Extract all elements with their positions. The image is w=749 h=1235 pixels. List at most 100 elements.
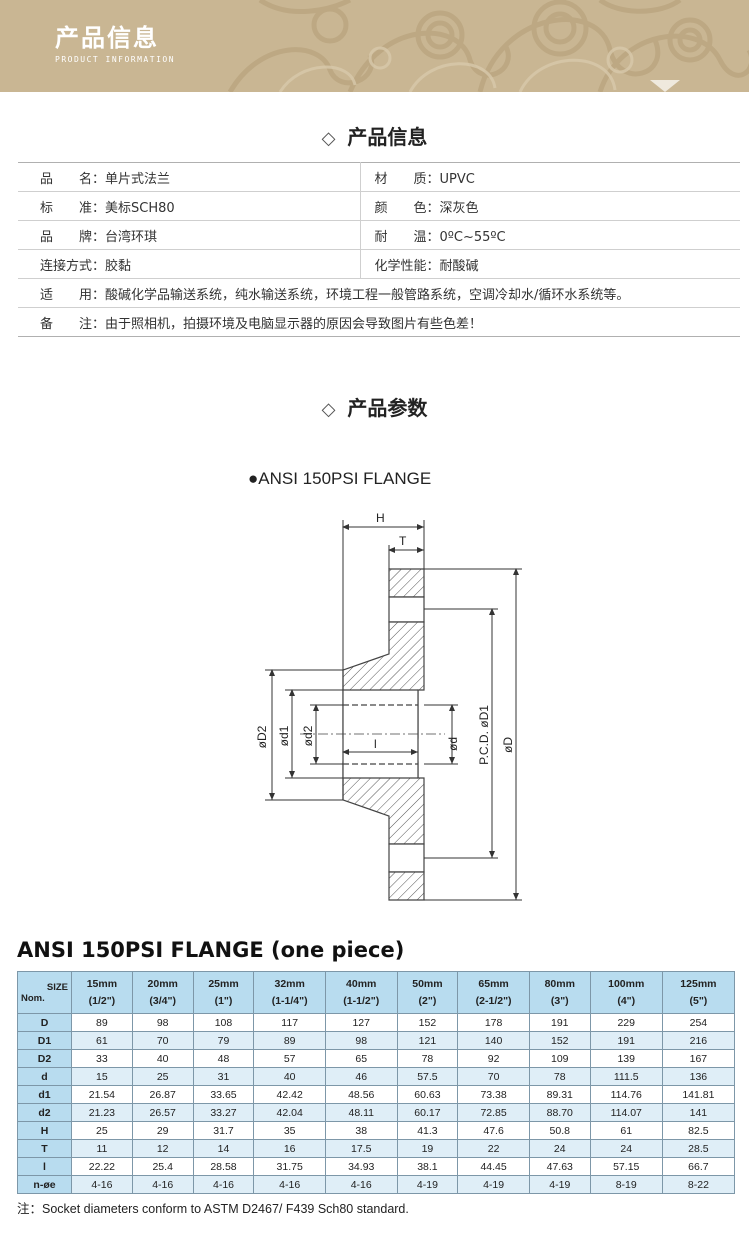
table-cell: 8-19	[589, 1175, 663, 1194]
row-label: n-øe	[17, 1175, 72, 1194]
size-inch: (2")	[418, 994, 437, 1007]
table-cell: 16	[253, 1139, 326, 1158]
table-cell: 35	[253, 1121, 326, 1140]
size-mm: 80mm	[544, 977, 575, 990]
table-cell: 92	[457, 1049, 530, 1068]
table-cell: 4-16	[253, 1175, 326, 1194]
info-row: 品 名：单片式法兰 材 质：UPVC	[18, 162, 740, 192]
info-cell: 标 准：美标SCH80	[18, 191, 361, 221]
size-header-cell: 50mm (2")	[396, 971, 459, 1014]
size-header-cell: 15mm (1/2")	[71, 971, 133, 1014]
flange-drawing: ●ANSI 150PSI FLANGE H T	[248, 469, 522, 901]
spec-table-title: ANSI 150PSI FLANGE (one piece)	[17, 938, 405, 962]
table-cell: 28.5	[661, 1139, 736, 1158]
spec-table: SIZE Nom. 15mm(1/2")20mm(3/4")25mm(1")32…	[17, 971, 736, 1194]
table-cell: 60.63	[396, 1085, 459, 1104]
table-cell: 60.17	[396, 1103, 459, 1122]
table-cell: 28.58	[192, 1157, 255, 1176]
size-inch: (3/4")	[149, 994, 176, 1007]
size-header-cell: 25mm(1")	[192, 971, 255, 1014]
size-header-cell: 20mm (3/4")	[131, 971, 194, 1014]
table-cell: 98	[324, 1031, 398, 1050]
table-cell: 25	[71, 1121, 133, 1140]
table-cell: 89	[71, 1013, 133, 1032]
table-cell: 31	[192, 1067, 255, 1086]
table-cell: 41.3	[396, 1121, 459, 1140]
info-row: 连接方式：胶黏 化学性能：耐酸碱	[18, 249, 740, 279]
info-row: 标 准：美标SCH80 颜 色：深灰色	[18, 191, 740, 221]
row-label: D	[17, 1013, 72, 1032]
label-d2: ød2	[301, 725, 315, 746]
diamond-icon: ◇	[321, 399, 336, 420]
size-inch: (1/2")	[88, 994, 116, 1007]
table-cell: 22	[457, 1139, 530, 1158]
section-title: 产品信息	[347, 125, 428, 149]
info-cell: 化学性能：耐酸碱	[360, 249, 740, 279]
table-cell: 98	[131, 1013, 194, 1032]
table-cell: 114.07	[589, 1103, 663, 1122]
size-mm: 15mm	[86, 977, 118, 990]
table-cell: 47.63	[528, 1157, 591, 1176]
table-cell: 57	[253, 1049, 326, 1068]
row-label: d	[17, 1067, 72, 1086]
table-cell: 25	[131, 1067, 194, 1086]
table-cell: 26.57	[131, 1103, 194, 1122]
table-cell: 33	[71, 1049, 133, 1068]
size-mm: 20mm	[147, 977, 178, 990]
table-cell: 31.75	[253, 1157, 326, 1176]
table-cell: 17.5	[324, 1139, 398, 1158]
table-cell: 141	[661, 1103, 736, 1122]
table-cell: 48.56	[324, 1085, 398, 1104]
table-cell: 114.76	[589, 1085, 663, 1104]
table-cell: 4-16	[131, 1175, 194, 1194]
spec-header-row: SIZE Nom. 15mm(1/2")20mm(3/4")25mm(1")32…	[17, 971, 736, 1014]
table-cell: 78	[396, 1049, 459, 1068]
table-cell: 4-19	[457, 1175, 530, 1194]
table-cell: 61	[71, 1031, 133, 1050]
section-title: 产品参数	[347, 396, 428, 420]
diamond-icon: ◇	[321, 128, 336, 149]
table-cell: 108	[192, 1013, 255, 1032]
table-cell: 21.23	[71, 1103, 133, 1122]
table-cell: 38.1	[396, 1157, 459, 1176]
corner-size-label: SIZE	[46, 982, 68, 993]
table-cell: 136	[661, 1067, 736, 1086]
footnote: 注：Socket diameters conform to ASTM D2467…	[17, 1202, 409, 1216]
table-cell: 61	[589, 1121, 663, 1140]
size-header-cell: 65mm (2-1/2")	[457, 971, 530, 1014]
size-mm: 65mm	[478, 977, 509, 990]
table-cell: 65	[324, 1049, 398, 1068]
table-cell: 229	[589, 1013, 663, 1032]
table-cell: 50.8	[528, 1121, 591, 1140]
label-d1: ød1	[277, 725, 291, 746]
table-cell: 73.38	[457, 1085, 530, 1104]
table-cell: 139	[589, 1049, 663, 1068]
size-header-cell: 32mm(1-1/4")	[253, 971, 326, 1014]
row-label: d1	[17, 1085, 72, 1104]
table-cell: 19	[396, 1139, 459, 1158]
size-inch: (1-1/4")	[271, 994, 308, 1007]
table-cell: 140	[457, 1031, 530, 1050]
section-heading-params: ◇ 产品参数	[0, 392, 749, 421]
table-cell: 48	[192, 1049, 255, 1068]
size-mm: 50mm	[412, 977, 443, 990]
banner-title: 产品信息	[55, 24, 159, 52]
table-cell: 254	[661, 1013, 736, 1032]
table-cell: 79	[192, 1031, 255, 1050]
table-cell: 47.6	[457, 1121, 530, 1140]
size-inch: (2-1/2")	[475, 994, 512, 1007]
row-label: d2	[17, 1103, 72, 1122]
table-cell: 38	[324, 1121, 398, 1140]
size-header-cell: 40mm(1-1/2")	[324, 971, 398, 1014]
row-label: D1	[17, 1031, 72, 1050]
size-inch: (3")	[550, 994, 569, 1007]
table-cell: 57.15	[589, 1157, 663, 1176]
info-cell: 品 名：单片式法兰	[18, 162, 361, 192]
table-cell: 70	[457, 1067, 530, 1086]
table-cell: 4-19	[396, 1175, 459, 1194]
table-cell: 34.93	[324, 1157, 398, 1176]
